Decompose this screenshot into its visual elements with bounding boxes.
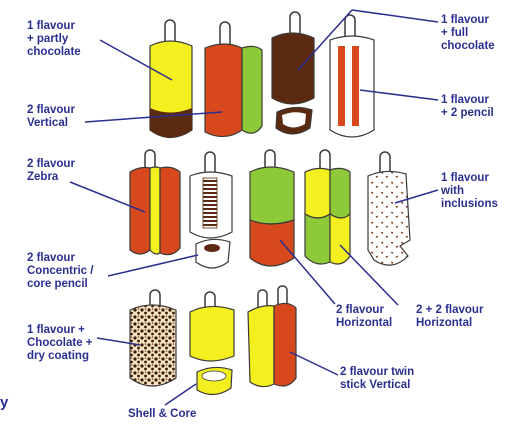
lolly-vertical — [205, 22, 262, 137]
core-pencil — [203, 178, 217, 228]
cut-section — [196, 239, 230, 268]
lolly-dry-coating — [130, 290, 176, 386]
label-horizontal: 2 flavour Horizontal — [336, 304, 392, 330]
quadrant-bottom-right — [330, 214, 350, 264]
quadrant-top-right — [330, 168, 350, 218]
label-shell-core: Shell & Core — [128, 408, 196, 421]
cut-core — [282, 112, 306, 127]
lolly-body — [190, 306, 234, 361]
label-twin-stick: 2 flavour twin stick Vertical — [340, 366, 414, 392]
label-dry-coating: 1 flavour + Chocolate + dry coating — [27, 324, 93, 363]
zebra-stripe-2 — [150, 167, 160, 254]
lolly-full-chocolate — [272, 12, 314, 134]
label-full-chocolate: 1 flavour + full chocolate — [441, 14, 495, 53]
leader-twin-stick — [290, 352, 338, 375]
lolly-shell-core — [190, 292, 234, 395]
lolly-body — [272, 33, 314, 104]
pencil-2 — [352, 46, 359, 126]
label-two-pencil: 1 flavour + 2 pencil — [441, 94, 494, 120]
lolly-bottom-half — [250, 220, 294, 266]
leader-concentric — [108, 255, 198, 276]
label-inclusions: 1 flavour with inclusions — [441, 172, 498, 211]
lolly-body — [368, 171, 410, 265]
label-partly-chocolate: 1 flavour + partly chocolate — [27, 20, 81, 59]
pencil-1 — [338, 46, 345, 126]
label-concentric: 2 flavour Concentric / core pencil — [27, 252, 93, 291]
lolly-zebra — [130, 150, 180, 255]
cut-core — [204, 244, 220, 252]
lolly-two-two-horizontal — [305, 150, 350, 264]
lolly-inclusions — [368, 152, 410, 265]
lolly-two-pencil — [330, 15, 374, 137]
leader-full-chocolate-top — [352, 10, 438, 22]
lolly-left-half — [205, 44, 242, 137]
label-vertical: 2 flavour Vertical — [27, 104, 75, 130]
lolly-top-half — [250, 167, 294, 224]
lolly-right-half — [242, 46, 262, 133]
lolly-concentric — [190, 152, 232, 268]
lolly-twin-stick — [248, 286, 296, 387]
cut-core — [202, 371, 226, 381]
quadrant-bottom-left — [305, 214, 330, 264]
zebra-stripe-3 — [160, 167, 180, 255]
edge-fragment: y — [0, 396, 8, 409]
label-two-two-horizontal: 2 + 2 flavour Horizontal — [416, 304, 483, 330]
quadrant-top-left — [305, 168, 330, 218]
lolly-right-half — [274, 303, 296, 386]
lolly-left-half — [248, 306, 274, 387]
label-zebra: 2 flavour Zebra — [27, 158, 75, 184]
lolly-body — [130, 305, 176, 386]
leader-shell-core — [165, 384, 196, 405]
